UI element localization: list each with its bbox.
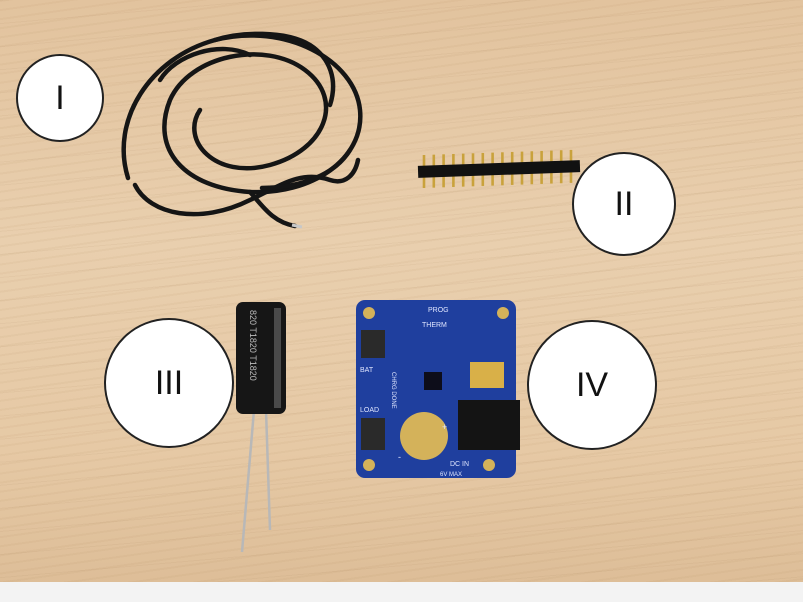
dc-jack [458, 400, 520, 450]
label-circle-iv: IV [527, 320, 657, 450]
capacitor-stripe [274, 308, 281, 408]
jst-connector-top [361, 330, 385, 358]
chip [424, 372, 442, 390]
blue-circuit-board: PROG THERM BAT CHRG DONE LOAD + - DC IN … [356, 300, 520, 478]
jst-connector-bottom [361, 418, 385, 450]
board-label-max: 6V MAX [440, 472, 462, 478]
label-circle-iii: III [104, 318, 234, 448]
mount-hole [497, 307, 509, 319]
capacitor-pad [400, 412, 448, 460]
capacitor-body [236, 302, 286, 414]
label-iv-text: IV [575, 365, 609, 404]
capacitor-marking: 820 T1820 T1820 [248, 310, 258, 381]
mount-hole [363, 459, 375, 471]
mount-hole [363, 307, 375, 319]
header-plastic-bar [417, 160, 581, 178]
bottom-white-strip [0, 582, 803, 602]
board-label-plus: + [442, 422, 447, 432]
label-circle-ii: II [572, 152, 676, 256]
header-pin-strip [417, 149, 581, 188]
label-i-text: I [55, 78, 65, 117]
black-wire-coil [121, 31, 363, 229]
electrolytic-capacitor: 820 T1820 T1820 [236, 302, 286, 553]
label-circle-i: I [16, 54, 104, 142]
capacitor-lead-right [264, 409, 272, 531]
label-ii-text: II [614, 184, 634, 223]
wire-tip [291, 223, 303, 229]
label-iii-text: III [154, 363, 184, 402]
usb-port [470, 362, 504, 388]
capacitor-lead-left [240, 409, 256, 553]
board-label-prog: PROG [428, 307, 449, 314]
board-label-dc-in: DC IN [450, 461, 469, 468]
board-label-minus: - [398, 452, 401, 462]
board-label-chrg-done: CHRG DONE [390, 372, 396, 409]
board-label-bat: BAT [360, 367, 374, 374]
board-label-therm: THERM [422, 322, 447, 329]
board-label-load: LOAD [360, 407, 379, 414]
mount-hole [483, 459, 495, 471]
